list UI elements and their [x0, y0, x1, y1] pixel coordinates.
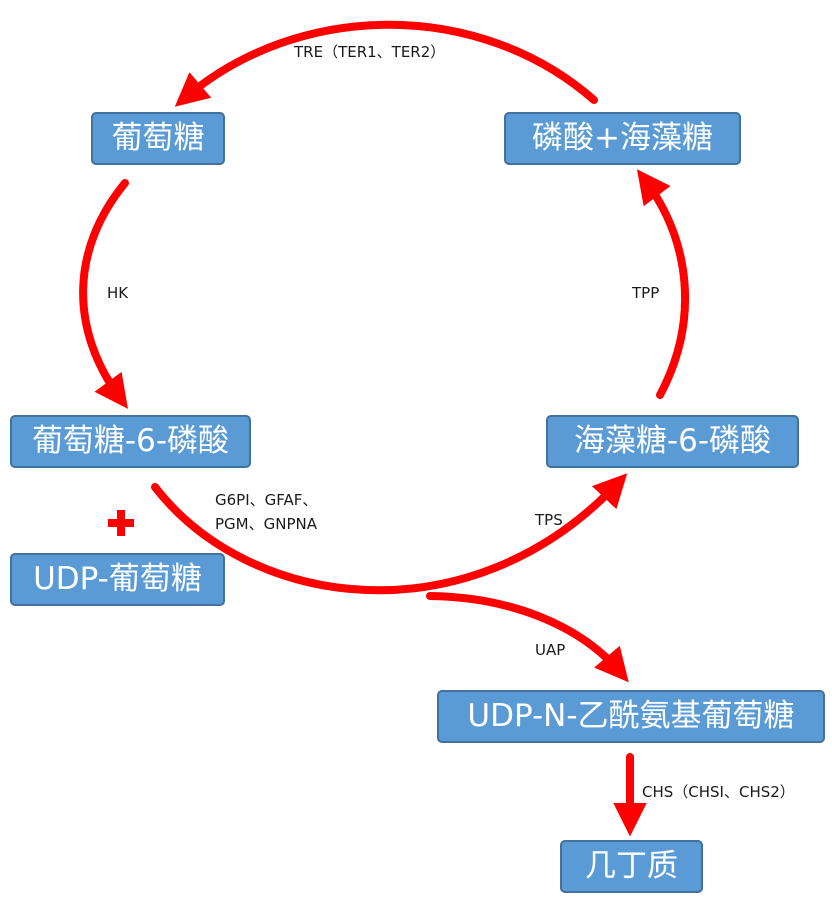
arrow-tpp	[636, 169, 690, 399]
enzyme-tpp-label: TPP	[632, 284, 660, 302]
node-chitin: 几丁质	[560, 840, 703, 893]
enzyme-chs-label: CHS（CHSI、CHS2）	[642, 783, 795, 801]
enzyme-tre-label: TRE（TER1、TER2）	[294, 43, 446, 61]
node-glucose: 葡萄糖	[91, 112, 225, 165]
node-udp-glcnac: UDP-N-乙酰氨基葡萄糖	[437, 690, 825, 743]
plus-icon	[108, 510, 134, 536]
enzyme-g6pi-label-line2: PGM、GNPNA	[215, 515, 317, 533]
node-trehalose-phosphate: 磷酸+海藻糖	[504, 112, 741, 165]
enzyme-uap-label: UAP	[535, 641, 566, 659]
node-glucose-6-phosphate: 葡萄糖-6-磷酸	[10, 415, 251, 468]
enzyme-tps-label: TPS	[535, 511, 563, 529]
enzyme-g6pi-label-line1: G6PI、GFAF、	[215, 491, 318, 509]
node-trehalose-6-phosphate: 海藻糖-6-磷酸	[546, 415, 799, 468]
enzyme-hk-label: HK	[107, 284, 129, 302]
arrow-uap	[426, 592, 629, 683]
arrow-tps	[151, 473, 628, 595]
arrow-tre	[174, 20, 598, 107]
arrow-hk	[79, 179, 129, 409]
node-udp-glucose: UDP-葡萄糖	[10, 553, 225, 606]
